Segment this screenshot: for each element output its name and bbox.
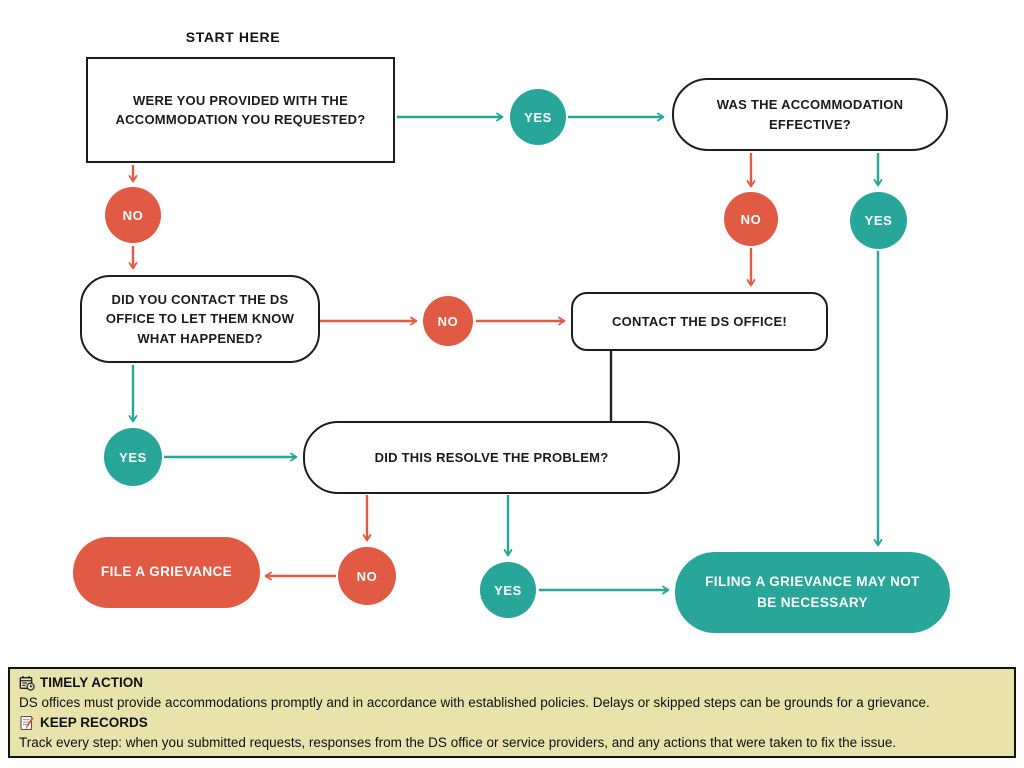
node-contact-ds-office: CONTACT THE DS OFFICE!: [571, 292, 828, 351]
node-resolved-problem: DID THIS RESOLVE THE PROBLEM?: [303, 421, 680, 494]
no-badge-provided: NO: [105, 187, 161, 243]
node-contacted-ds-office: DID YOU CONTACT THE DS OFFICE TO LET THE…: [80, 275, 320, 363]
node-label: CONTACT THE DS OFFICE!: [612, 313, 787, 329]
node-label: DID YOU CONTACT THE DS OFFICE TO LET THE…: [105, 291, 295, 346]
note-title-row: KEEP RECORDS: [19, 713, 1005, 733]
yes-badge-provided: YES: [510, 89, 566, 145]
node-label: WERE YOU PROVIDED WITH THE ACCOMMODATION…: [115, 92, 366, 128]
note-body: Track every step: when you submitted req…: [19, 735, 897, 750]
note-title-row: TIMELY ACTION: [19, 673, 1005, 693]
node-grievance-not-necessary: FILING A GRIEVANCE MAY NOT BE NECESSARY: [675, 552, 950, 633]
start-here-label: START HERE: [185, 29, 281, 45]
calendar-clock-icon: [19, 675, 35, 691]
node-provided-accommodation: WERE YOU PROVIDED WITH THE ACCOMMODATION…: [86, 57, 395, 163]
memo-pencil-icon: [19, 715, 35, 731]
node-accommodation-effective: WAS THE ACCOMMODATION EFFECTIVE?: [672, 78, 948, 151]
note-title: KEEP RECORDS: [40, 715, 148, 730]
notes-panel: TIMELY ACTION DS offices must provide ac…: [8, 667, 1016, 758]
yes-badge-resolved: YES: [480, 562, 536, 618]
node-file-grievance: FILE A GRIEVANCE: [73, 537, 260, 608]
note-title: TIMELY ACTION: [40, 675, 144, 690]
node-label: FILING A GRIEVANCE MAY NOT BE NECESSARY: [705, 574, 920, 610]
no-badge-resolved: NO: [338, 547, 396, 605]
yes-badge-effective: YES: [850, 192, 907, 249]
node-label: FILE A GRIEVANCE: [100, 564, 233, 580]
yes-badge-contacted: YES: [104, 428, 162, 486]
node-label: DID THIS RESOLVE THE PROBLEM?: [374, 449, 609, 465]
node-label: WAS THE ACCOMMODATION EFFECTIVE?: [716, 97, 904, 132]
no-badge-effective: NO: [724, 192, 778, 246]
note-body: DS offices must provide accommodations p…: [19, 695, 930, 710]
no-badge-contacted: NO: [423, 296, 473, 346]
